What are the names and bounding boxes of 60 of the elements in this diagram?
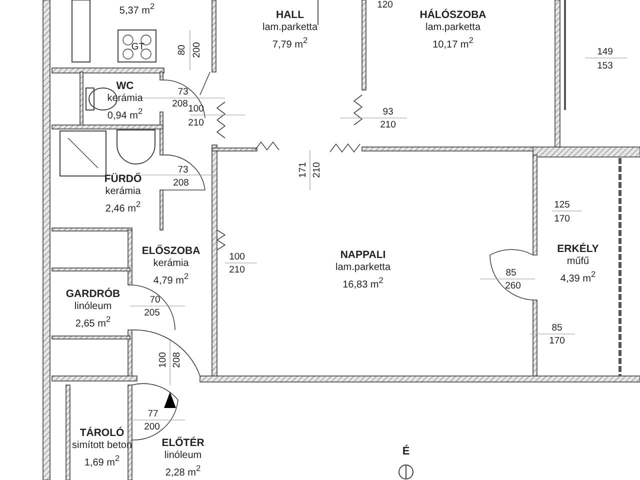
room-area: 4,39 m$^{2}$	[557, 268, 599, 286]
floor-material: linóleum	[163, 450, 203, 462]
north-label: É	[402, 446, 410, 458]
room-name: HALL	[275, 9, 305, 22]
dimension-label: 149	[597, 46, 613, 58]
dimension-label: 208	[173, 178, 189, 188]
dimension-label: 208	[172, 98, 188, 110]
room-area: 0,94 m$^{2}$	[107, 105, 143, 123]
room-name: GARDRÓB	[66, 288, 120, 300]
room-name: FÜRDŐ	[104, 173, 142, 186]
room-area: 7,79 m$^{2}$	[262, 34, 318, 52]
floor-material: lam.parketta	[424, 22, 482, 34]
room-name: NAPPALI	[339, 249, 387, 262]
dimension-label: 125	[554, 200, 570, 210]
room-area: 2,65 m$^{2}$	[66, 313, 120, 331]
dimension-label: 208	[172, 352, 182, 368]
room-area: 4,79 m$^{2}$	[142, 270, 200, 288]
dimension-label: 170	[554, 214, 570, 224]
dimension-label: 70	[150, 294, 160, 306]
room-name: TÁROLÓ	[78, 427, 126, 440]
dimension-label: 80	[176, 44, 188, 56]
room-area: 1,69 m$^{2}$	[72, 452, 132, 470]
room-name: ELŐSZOBA	[142, 245, 200, 258]
dimension-label: 200	[144, 422, 160, 432]
dimension-label: 100	[188, 104, 204, 114]
dimension-label: 153	[597, 60, 613, 72]
dimension-label: 210	[188, 118, 204, 128]
dimension-label: 205	[144, 308, 160, 318]
dimension-label: 260	[505, 280, 521, 292]
room-name: WC	[115, 80, 135, 92]
dimension-label: 120	[377, 0, 393, 10]
dimension-label: 171	[298, 162, 308, 178]
dimension-label: 73	[178, 164, 188, 176]
dimension-label: 100	[158, 352, 168, 368]
room-area: 2,28 m$^{2}$	[162, 462, 204, 480]
room-name: ERKÉLY	[557, 243, 599, 256]
room-name: ELŐTÉR	[162, 437, 204, 450]
dimension-label: 170	[549, 336, 565, 346]
room-name: HÁLÓSZOBA	[420, 9, 486, 22]
dimension-label: 210	[229, 264, 245, 276]
dimension-label: 93	[382, 106, 394, 118]
dimension-label: 77	[148, 408, 158, 420]
floor-material: lam.parketta	[262, 22, 318, 34]
floor-material: kerámia	[104, 186, 142, 198]
floor-material: linóleum	[73, 300, 113, 313]
dimension-label: 210	[312, 162, 322, 178]
room-area: 2,46 m$^{2}$	[104, 198, 142, 216]
dimension-label: 73	[178, 86, 188, 98]
room-area: 5,37 m$^{2}$	[119, 0, 155, 18]
appliance-label: GT	[131, 42, 145, 52]
dimension-label: 85	[506, 268, 516, 278]
floor-material: műfű	[566, 256, 590, 268]
floor-material: lam.parketta	[335, 262, 391, 274]
room-area: 16,83 m$^{2}$	[335, 274, 391, 292]
room-area: 10,17 m$^{2}$	[420, 34, 486, 52]
dimension-label: 210	[380, 120, 396, 130]
dimension-label: 85	[552, 322, 562, 334]
dimension-label: 200	[192, 42, 202, 58]
dimension-label: 100	[229, 252, 245, 262]
floor-material: kerámia	[152, 258, 190, 270]
